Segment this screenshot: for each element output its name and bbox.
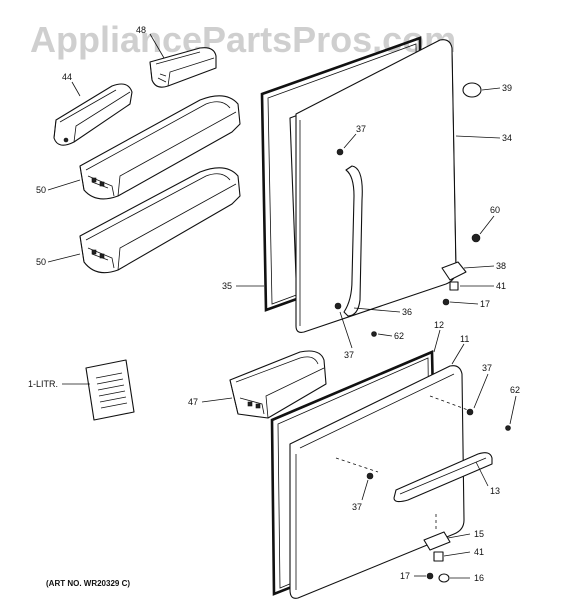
leader-lines (47, 33, 517, 579)
callout-12: 12 (434, 320, 444, 330)
callout-44: 44 (62, 72, 72, 82)
callout-39: 39 (502, 83, 512, 93)
part-16-nut (438, 573, 450, 583)
callout-38: 38 (496, 261, 506, 271)
art-number: (ART NO. WR20329 C) (46, 579, 130, 588)
callout-15: 15 (474, 529, 484, 539)
part-50-door-bin-upper (79, 95, 241, 200)
callout-60: 60 (490, 205, 500, 215)
callout-50-lower: 50 (36, 257, 46, 267)
callout-62-lower: 62 (510, 385, 520, 395)
callout-37-a: 37 (356, 124, 366, 134)
callout-34: 34 (502, 133, 512, 143)
part-17-screw-upper (442, 298, 450, 306)
callout-16: 16 (474, 573, 484, 583)
part-41-bushing-upper (449, 281, 459, 291)
callout-41-upper: 41 (496, 281, 506, 291)
callout-37-c: 37 (482, 363, 492, 373)
part-50-door-bin-lower (79, 167, 241, 274)
part-13-freezer-handle (393, 452, 493, 503)
callout-1-litr: 1-LITR. (28, 379, 58, 389)
part-62-bumper-lower (505, 425, 511, 431)
callout-48: 48 (136, 25, 146, 35)
callout-labels: 48 44 50 50 1-LITR. 47 35 37 36 37 62 39… (28, 25, 520, 583)
callout-36: 36 (402, 307, 412, 317)
part-48-shelf-bin (149, 47, 217, 88)
part-37-screw-upper (334, 148, 344, 310)
callout-17-lower: 17 (400, 571, 410, 581)
part-62-bumper-upper (371, 331, 377, 337)
watermark-text: AppliancePartsPros.com (30, 19, 456, 60)
part-15-hinge-lower (423, 531, 451, 551)
callout-17-upper: 17 (480, 299, 490, 309)
part-38-hinge (441, 261, 467, 281)
part-41-bushing-lower (433, 551, 444, 562)
part-60-screw (471, 233, 481, 243)
part-1-litr-literature (85, 359, 135, 421)
callout-41-lower: 41 (474, 547, 484, 557)
part-34-fresh-food-door (295, 39, 457, 333)
part-17-screw-lower (426, 572, 434, 580)
callout-62-upper: 62 (394, 331, 404, 341)
callout-37-d: 37 (352, 502, 362, 512)
callout-37-b: 37 (344, 350, 354, 360)
callout-13: 13 (490, 486, 500, 496)
callout-47: 47 (188, 397, 198, 407)
door-handle-upper (343, 165, 363, 317)
part-39-plug (462, 82, 482, 98)
part-44-handle-cover (53, 83, 133, 146)
part-47-door-bin-freezer (229, 350, 327, 419)
part-11-freezer-door (289, 365, 465, 599)
callout-35: 35 (222, 281, 232, 291)
part-37-screw-lower (366, 408, 474, 480)
callout-11: 11 (460, 334, 469, 344)
callout-50-upper: 50 (36, 185, 46, 195)
